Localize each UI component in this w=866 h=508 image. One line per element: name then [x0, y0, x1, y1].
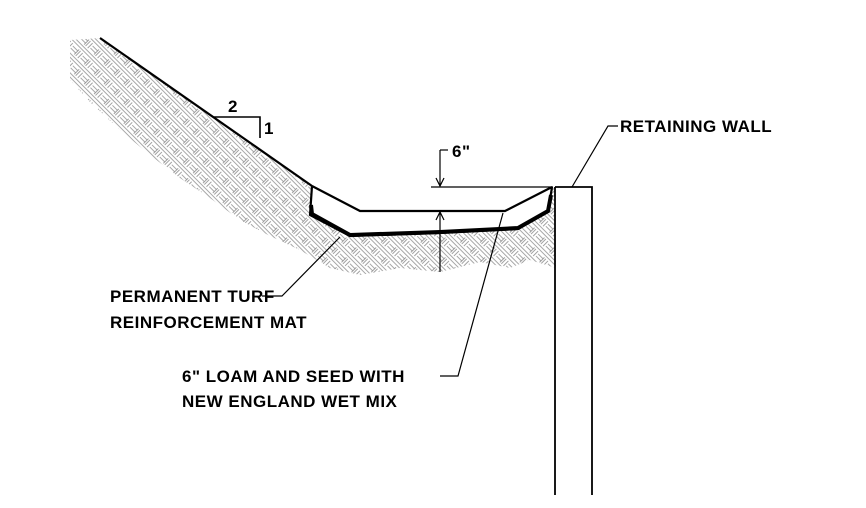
- turf-mat-label-line2: REINFORCEMENT MAT: [110, 313, 307, 332]
- depth-label: 6": [452, 142, 471, 161]
- ground-slope-line: [99, 37, 313, 187]
- loam-seed-label-line2: NEW ENGLAND WET MIX: [182, 392, 398, 411]
- turf-mat-label-line1: PERMANENT TURF: [110, 287, 275, 306]
- depth-dimension: 6": [431, 142, 553, 272]
- slope-run-label: 2: [228, 97, 238, 116]
- loam-seed-label-line1: 6" LOAM AND SEED WITH: [182, 367, 405, 386]
- retaining-wall-label: RETAINING WALL: [620, 117, 772, 136]
- slope-rise-label: 1: [264, 119, 274, 138]
- soil-hatch: [70, 38, 556, 275]
- channel-surface-line: [311, 185, 553, 213]
- retaining-wall-leader: [571, 125, 618, 188]
- turf-mat-leader: [262, 236, 341, 297]
- slope-indicator: 2 1: [214, 97, 274, 138]
- turf-reinforcement-mat: [309, 194, 553, 238]
- loam-seed-leader: [440, 212, 504, 377]
- retaining-wall: [554, 186, 593, 495]
